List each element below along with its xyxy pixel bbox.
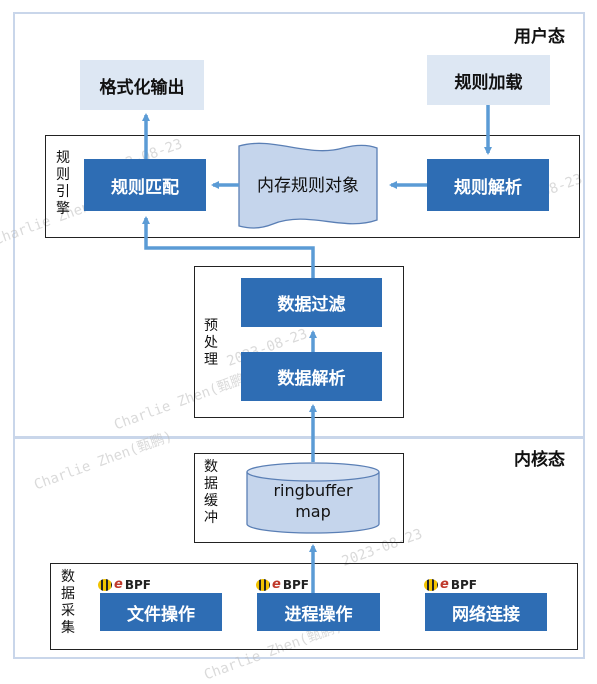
data-buffer-char-2: 据 — [204, 476, 218, 492]
rule-engine-char-3: 引 — [56, 184, 70, 200]
data-buffer-char-4: 冲 — [204, 510, 218, 526]
file-ops-box: 文件操作 — [100, 593, 222, 631]
ringbuffer-line-2: map — [295, 502, 331, 521]
ebpf-e: e — [440, 577, 449, 592]
rule-match-box: 规则匹配 — [84, 159, 206, 211]
network-conn-box: 网络连接 — [425, 593, 547, 631]
data-filter-box: 数据过滤 — [241, 278, 382, 327]
data-collect-char-1: 数 — [61, 569, 75, 585]
data-parse-box: 数据解析 — [241, 352, 382, 401]
rule-load-box: 规则加载 — [427, 55, 550, 105]
preprocess-frame — [194, 266, 404, 418]
data-buffer-char-3: 缓 — [204, 493, 218, 509]
rule-engine-label: 规 则 引 擎 — [55, 150, 71, 218]
preprocess-label: 预 处 理 — [203, 318, 219, 369]
kernel-space-label: 内核态 — [514, 450, 565, 470]
format-output-box: 格式化输出 — [80, 60, 204, 110]
ebpf-bpf: BPF — [124, 577, 151, 592]
rule-engine-char-1: 规 — [56, 150, 70, 166]
data-collect-char-4: 集 — [61, 620, 75, 636]
ebpf-bpf: BPF — [282, 577, 309, 592]
rule-parse-box: 规则解析 — [427, 159, 549, 211]
rule-engine-char-4: 擎 — [56, 201, 70, 217]
memory-rule-object-label: 内存规则对象 — [257, 176, 359, 196]
rule-engine-char-2: 则 — [56, 167, 70, 183]
flow-arrows — [142, 105, 492, 593]
ebpf-bpf: BPF — [450, 577, 477, 592]
preprocess-char-1: 预 — [204, 318, 218, 334]
data-buffer-frame — [194, 453, 404, 543]
memory-rule-object-path — [238, 142, 378, 229]
bee-icon — [256, 578, 270, 591]
preprocess-char-3: 理 — [204, 352, 218, 368]
data-collect-label: 数 据 采 集 — [60, 569, 76, 637]
cylinder-top — [246, 462, 380, 482]
preprocess-char-2: 处 — [204, 335, 218, 351]
user-space-label: 用户态 — [514, 27, 565, 47]
cylinder-body — [246, 472, 380, 534]
rule-engine-frame — [45, 135, 580, 238]
process-ops-box: 进程操作 — [257, 593, 380, 631]
arrow-filter-to-match — [142, 216, 315, 278]
ringbuffer-cylinder — [246, 462, 380, 534]
ringbuffer-line-1: ringbuffer — [273, 481, 353, 500]
data-buffer-label: 数 据 缓 冲 — [203, 459, 219, 527]
data-collect-char-2: 据 — [61, 586, 75, 602]
memory-rule-object-shape — [238, 142, 378, 229]
kernel-space-zone — [13, 437, 585, 659]
ringbuffer-label: ringbuffer map — [245, 480, 381, 522]
data-collect-char-3: 采 — [61, 603, 75, 619]
data-buffer-char-1: 数 — [204, 459, 218, 475]
bee-icon — [424, 578, 438, 591]
ebpf-e: e — [114, 577, 123, 592]
bee-icon — [98, 578, 112, 591]
ebpf-e: e — [272, 577, 281, 592]
